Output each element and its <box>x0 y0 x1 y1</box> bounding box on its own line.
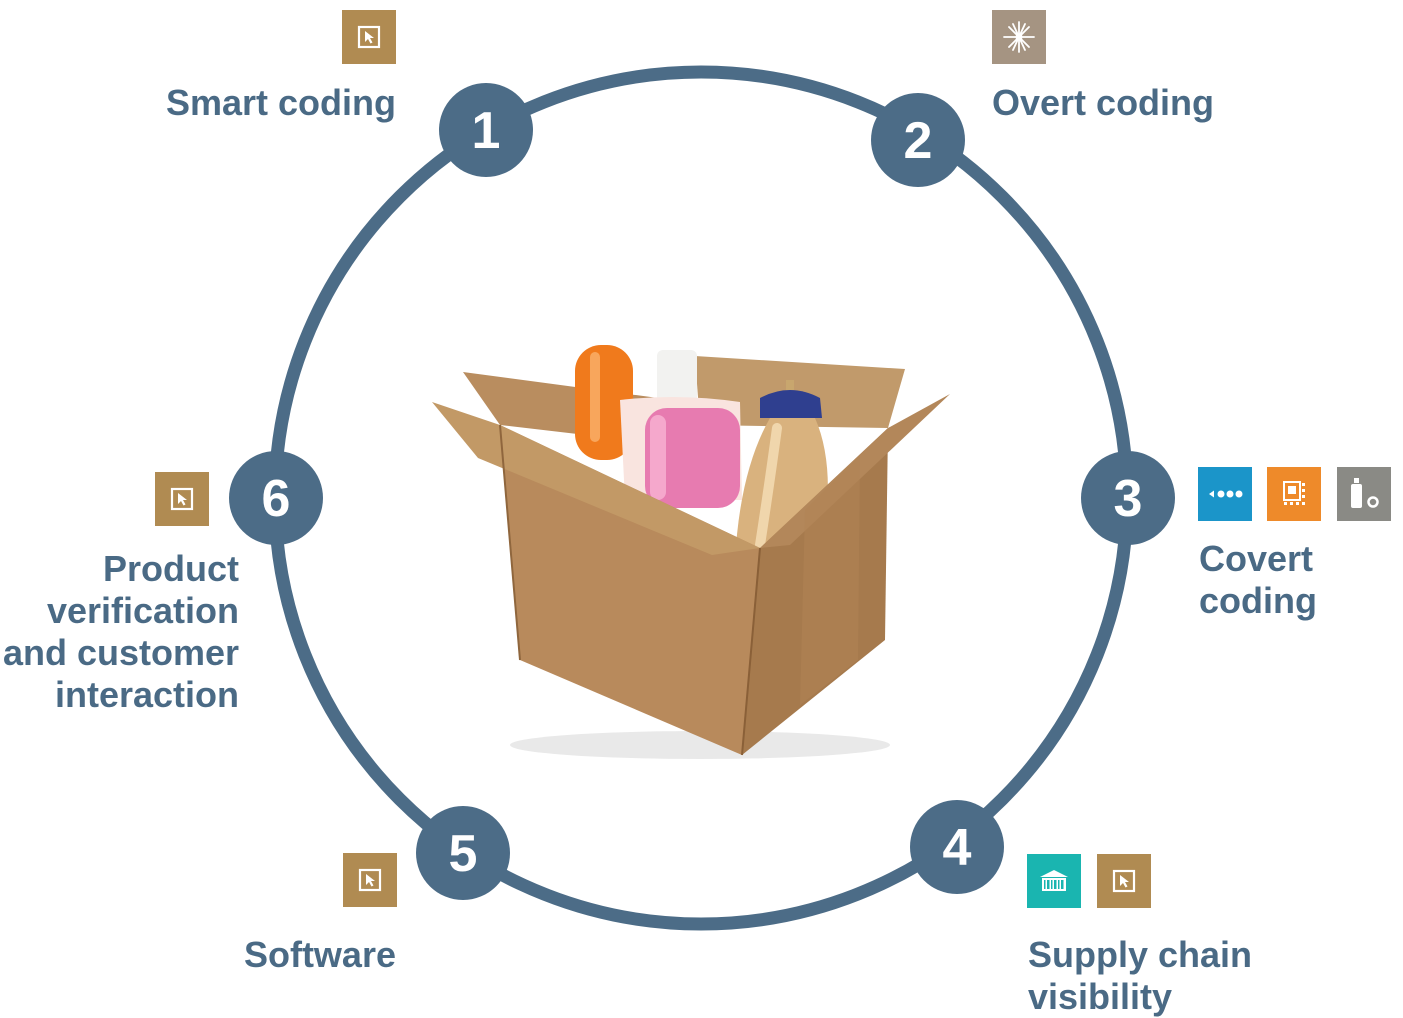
cursor-icon <box>342 10 396 64</box>
qr-code-icon <box>1267 467 1321 521</box>
svg-text:4: 4 <box>943 819 972 877</box>
svg-text:1: 1 <box>472 102 501 160</box>
cardboard-box-with-bottles-image <box>432 345 950 759</box>
step-badge-4: 4 <box>910 800 1004 894</box>
svg-text:2: 2 <box>904 112 933 170</box>
bottle-icon <box>1337 467 1391 521</box>
step-badge-1: 1 <box>439 83 533 177</box>
step-6-label: Product verification and customer intera… <box>2 548 239 715</box>
step-badge-3: 3 <box>1081 451 1175 545</box>
step-2-label: Overt coding <box>992 82 1215 123</box>
cursor-icon <box>343 853 397 907</box>
step-4-label: Supply chain visibility <box>1028 934 1253 1017</box>
step-3-label: Covert coding <box>1199 538 1317 621</box>
laser-star-icon <box>992 10 1046 64</box>
step-1-label: Smart coding <box>165 82 396 123</box>
step-5-label: Software <box>243 934 396 975</box>
step-badge-5: 5 <box>416 806 510 900</box>
step-badge-6: 6 <box>229 451 323 545</box>
step-badge-2: 2 <box>871 93 965 187</box>
svg-text:6: 6 <box>262 470 291 528</box>
svg-text:5: 5 <box>449 825 478 883</box>
cursor-icon <box>1097 854 1151 908</box>
barcode-label-icon <box>1027 854 1081 908</box>
svg-text:3: 3 <box>1114 470 1143 528</box>
dots-icon <box>1198 467 1252 521</box>
cursor-icon <box>155 472 209 526</box>
